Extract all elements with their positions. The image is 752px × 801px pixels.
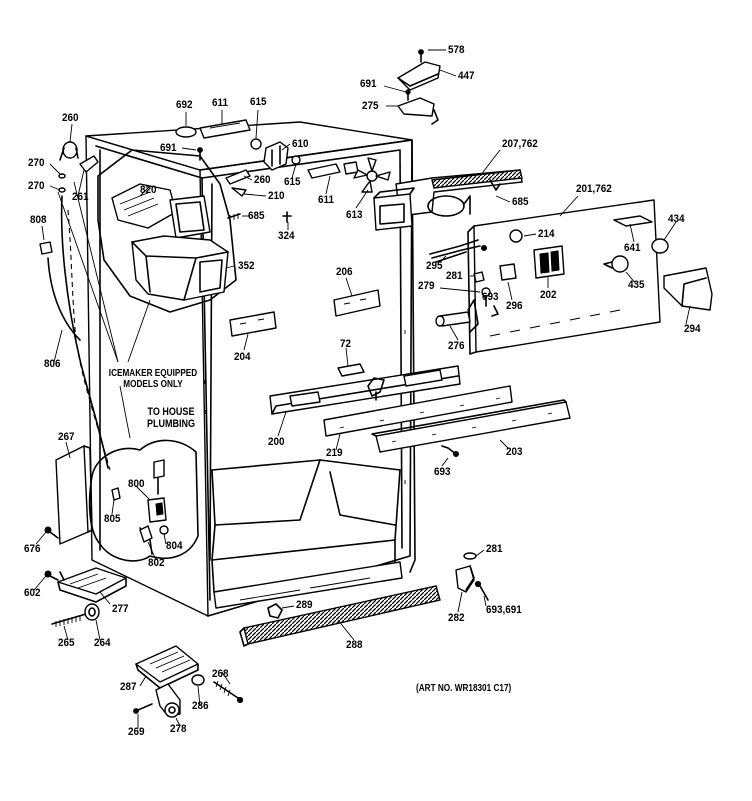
callout-802: 802 — [148, 557, 165, 569]
callout-270-b: 270 — [28, 180, 45, 192]
callout-692: 692 — [176, 99, 193, 111]
bracket-204 — [229, 311, 277, 337]
callout-602: 602 — [24, 587, 41, 599]
callout-268: 268 — [212, 668, 229, 680]
callout-691-b: 691 — [160, 142, 177, 154]
water-line-806 — [47, 195, 111, 471]
callout-615: 615 — [250, 96, 267, 108]
callout-808: 808 — [30, 214, 47, 226]
callout-804: 804 — [166, 540, 183, 552]
callout-202: 202 — [540, 289, 557, 301]
callout-691: 691 — [360, 78, 377, 90]
clip-289 — [267, 603, 283, 619]
callout-281: 281 — [446, 270, 463, 282]
callout-324: 324 — [278, 230, 295, 242]
icemaker-assembly — [97, 149, 237, 313]
callout-276: 276 — [448, 340, 465, 352]
callout-676: 676 — [24, 543, 41, 555]
control-panel — [429, 199, 661, 355]
callout-267: 267 — [58, 431, 75, 443]
callout-265: 265 — [58, 637, 75, 649]
callout-685-b: 685 — [512, 196, 529, 208]
callout-leaders — [33, 49, 691, 728]
screw-693 — [441, 445, 459, 457]
callout-693-691: 693,691 — [486, 604, 522, 616]
callout-264: 264 — [94, 637, 111, 649]
callout-288: 288 — [346, 639, 363, 651]
callout-281-b: 281 — [486, 543, 503, 555]
callout-805: 805 — [104, 513, 121, 525]
light-cover-group — [651, 238, 713, 311]
top-cabinet-parts — [175, 119, 301, 223]
callout-615-b: 615 — [284, 176, 301, 188]
callout-214: 214 — [538, 228, 555, 240]
plumbing-detail — [88, 439, 199, 562]
callout-210: 210 — [268, 190, 285, 202]
screws-left — [44, 526, 59, 581]
callout-610: 610 — [292, 138, 309, 150]
callout-287: 287 — [120, 681, 137, 693]
leveling-parts — [51, 603, 100, 627]
callout-447: 447 — [458, 70, 475, 82]
callout-435: 435 — [628, 279, 645, 291]
callout-578: 578 — [448, 44, 465, 56]
callout-270: 270 — [28, 157, 45, 169]
callout-219: 219 — [326, 447, 343, 459]
bracket-277 — [57, 567, 127, 603]
callout-261: 261 — [72, 191, 89, 203]
icemaker-note-leaders — [57, 181, 151, 439]
callout-685: 685 — [248, 210, 265, 222]
callout-613: 613 — [346, 209, 363, 221]
art-number-note: (ART NO. WR18301 C17) — [416, 683, 512, 694]
callout-806: 806 — [44, 358, 61, 370]
house-plumbing-note: TO HOUSE PLUMBING — [146, 406, 196, 430]
bottom-hinge-group — [455, 552, 489, 601]
roller-parts — [133, 674, 244, 718]
panel-267 — [55, 445, 93, 545]
callout-204: 204 — [234, 351, 251, 363]
callout-289: 289 — [296, 599, 313, 611]
callout-277: 277 — [112, 603, 129, 615]
fan-assembly — [307, 157, 391, 193]
icemaker-note: ICEMAKER EQUIPPED MODELS ONLY — [108, 368, 198, 390]
callout-611-b: 611 — [318, 194, 334, 206]
part-72 — [337, 363, 365, 377]
callout-260: 260 — [62, 112, 79, 124]
callout-800: 800 — [128, 478, 145, 490]
shelf-rails — [269, 365, 571, 453]
callout-269: 269 — [128, 726, 145, 738]
callout-207-762: 207,762 — [502, 138, 538, 150]
callout-295: 295 — [426, 260, 443, 272]
callout-72: 72 — [340, 338, 352, 350]
callout-352: 352 — [238, 260, 255, 272]
callout-278: 278 — [170, 723, 187, 735]
callout-279: 279 — [418, 280, 435, 292]
plate-287 — [135, 645, 199, 689]
callout-275: 275 — [362, 100, 379, 112]
control-housing — [373, 169, 523, 231]
callout-282: 282 — [448, 612, 465, 624]
callout-294: 294 — [684, 323, 701, 335]
callout-201-762: 201,762 — [576, 183, 612, 195]
callout-296: 296 — [506, 300, 523, 312]
callout-286: 286 — [192, 700, 209, 712]
callout-200: 200 — [268, 436, 285, 448]
cam-shaft — [435, 299, 479, 333]
callout-641: 641 — [624, 242, 641, 254]
callout-611: 611 — [212, 97, 228, 109]
callout-693: 693 — [482, 291, 499, 303]
callout-203: 203 — [506, 446, 523, 458]
callout-693-b: 693 — [434, 466, 451, 478]
callout-206: 206 — [336, 266, 353, 278]
top-hinge-group — [397, 49, 441, 125]
grille-288 — [239, 585, 441, 647]
bracket-206 — [333, 289, 381, 317]
callout-260-b: 260 — [254, 174, 271, 186]
callout-434: 434 — [668, 213, 685, 225]
callout-820: 820 — [140, 184, 157, 196]
